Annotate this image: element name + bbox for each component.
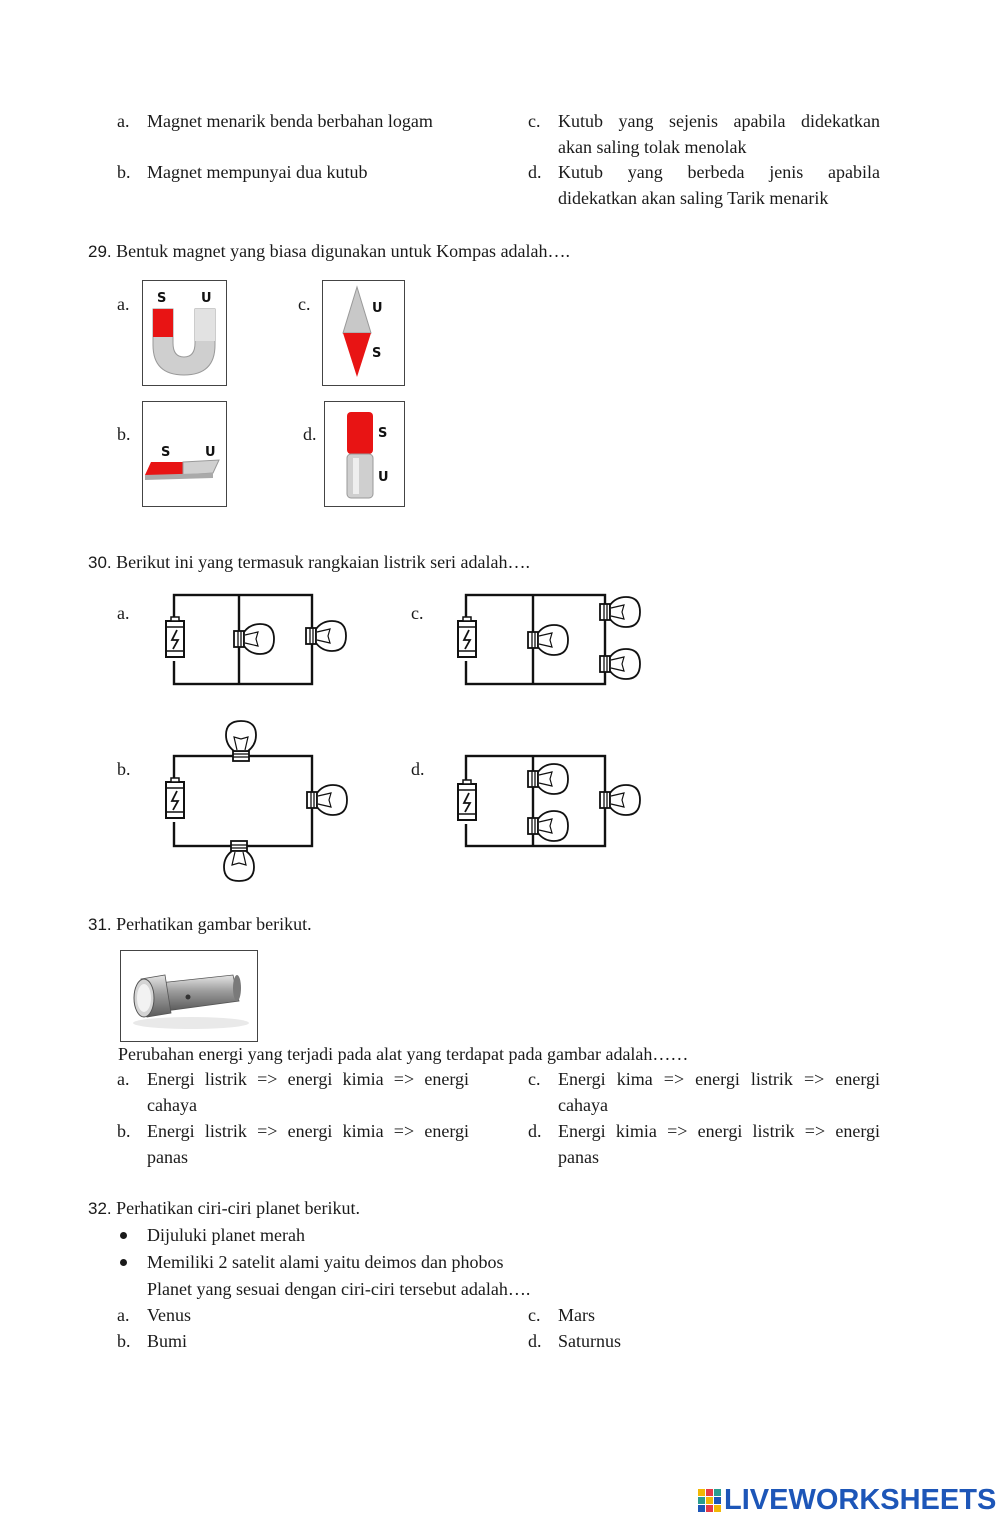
q28-option-c-line2: akan saling tolak menolak <box>558 137 747 157</box>
flashlight-image <box>120 950 258 1042</box>
horseshoe-magnet-image: S U <box>142 280 227 386</box>
q32-subtext: Planet yang sesuai dengan ciri-ciri ters… <box>147 1279 531 1299</box>
q28-option-b-letter: b. <box>117 162 131 182</box>
q30-option-c-letter: c. <box>411 603 424 623</box>
q29-text: Bentuk magnet yang biasa digunakan untuk… <box>116 241 571 261</box>
q32-number: 32. <box>88 1199 112 1218</box>
q30-option-a-letter: a. <box>117 603 130 623</box>
circuit-d <box>456 754 641 848</box>
compass-needle-image: U S <box>322 280 405 386</box>
q31-option-d-letter: d. <box>528 1121 542 1141</box>
q32-option-a-text: Venus <box>147 1305 191 1325</box>
q31-option-b-line1: Energi listrik => energi kimia => energi <box>147 1121 469 1141</box>
pole-label-u: U <box>201 291 212 306</box>
q28-option-d-letter: d. <box>528 162 542 182</box>
circuit-diagrams: a. c. b. d. <box>117 593 641 900</box>
q29-option-d-letter: d. <box>303 424 317 444</box>
pole-label-u: U <box>372 301 383 316</box>
q32-option-c-text: Mars <box>558 1305 595 1325</box>
q30-number: 30. <box>88 553 112 572</box>
q31-option-a-line2: cahaya <box>147 1095 197 1115</box>
q28-option-b-text: Magnet mempunyai dua kutub <box>147 162 368 182</box>
q30-text: Berikut ini yang termasuk rangkaian list… <box>116 552 531 572</box>
q32-option-c-letter: c. <box>528 1305 541 1325</box>
q30-option-b-letter: b. <box>117 759 131 779</box>
q28-option-d-line1: Kutub yang berbeda jenis apabila <box>558 162 880 182</box>
q29-number: 29. <box>88 242 112 261</box>
bullet-marker <box>120 1259 127 1266</box>
q31-option-a-letter: a. <box>117 1069 130 1089</box>
circuit-b <box>164 721 348 881</box>
q30-question: 30. Berikut ini yang termasuk rangkaian … <box>88 549 530 576</box>
pole-label-u: U <box>205 445 216 460</box>
circuit-c <box>456 593 641 686</box>
q31-option-d-line2: panas <box>558 1147 599 1167</box>
cylinder-magnet-image: S U <box>324 401 405 507</box>
q31-option-b-line2: panas <box>147 1147 188 1167</box>
pole-label-s: S <box>378 426 387 441</box>
q31-option-c-line2: cahaya <box>558 1095 608 1115</box>
q32-bullet-2: Memiliki 2 satelit alami yaitu deimos da… <box>147 1252 504 1272</box>
pole-label-u: U <box>378 470 389 485</box>
pole-label-s: S <box>157 291 166 306</box>
q29-question: 29. Bentuk magnet yang biasa digunakan u… <box>88 238 570 265</box>
q28-option-a-text: Magnet menarik benda berbahan logam <box>147 111 433 131</box>
q32-option-a-letter: a. <box>117 1305 130 1325</box>
q29-option-a-letter: a. <box>117 294 130 314</box>
pole-label-s: S <box>372 346 381 361</box>
q32-option-d-text: Saturnus <box>558 1331 621 1351</box>
q31-number: 31. <box>88 915 112 934</box>
q30-option-d-letter: d. <box>411 759 425 779</box>
q32-option-b-text: Bumi <box>147 1331 188 1351</box>
q28-option-c-letter: c. <box>528 111 541 131</box>
q31-option-c-letter: c. <box>528 1069 541 1089</box>
q32-question: 32. Perhatikan ciri-ciri planet berikut. <box>88 1195 360 1222</box>
q32-bullet-1: Dijuluki planet merah <box>147 1225 305 1245</box>
q31-question: 31. Perhatikan gambar berikut. <box>88 911 312 938</box>
q31-option-b-letter: b. <box>117 1121 131 1141</box>
q32-text: Perhatikan ciri-ciri planet berikut. <box>116 1198 361 1218</box>
liveworksheets-watermark: LIVEWORKSHEETS <box>724 1484 997 1516</box>
bullet-marker <box>120 1232 127 1239</box>
q31-text: Perhatikan gambar berikut. <box>116 914 312 934</box>
q32-option-b-letter: b. <box>117 1331 131 1351</box>
q31-option-d-line1: Energi kimia => energi listrik => energi <box>558 1121 880 1141</box>
bar-magnet-image: S U <box>142 401 227 507</box>
q29-option-c-letter: c. <box>298 294 311 314</box>
circuit-a <box>164 593 347 686</box>
q32-option-d-letter: d. <box>528 1331 542 1351</box>
liveworksheets-logo-icon <box>698 1489 722 1513</box>
q29-option-b-letter: b. <box>117 424 131 444</box>
q28-option-c-line1: Kutub yang sejenis apabila didekatkan <box>558 111 880 131</box>
q28-option-a-letter: a. <box>117 111 130 131</box>
q31-option-a-line1: Energi listrik => energi kimia => energi <box>147 1069 469 1089</box>
q31-option-c-line1: Energi kima => energi listrik => energi <box>558 1069 880 1089</box>
q28-option-d-line2: didekatkan akan saling Tarik menarik <box>558 188 829 208</box>
q31-subtext: Perubahan energi yang terjadi pada alat … <box>118 1044 689 1064</box>
pole-label-s: S <box>161 445 170 460</box>
